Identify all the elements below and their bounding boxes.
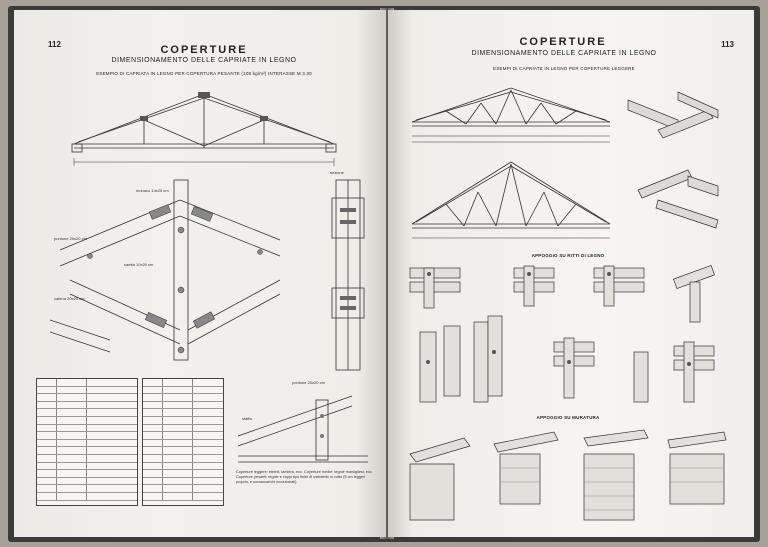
joint-detail-drawing: monaco 14x20 cm puntone 20x20 cm saetta … xyxy=(50,179,281,361)
dimension-table-1 xyxy=(36,378,138,506)
right-page-caption: ESEMPI DI CAPRIATE IN LEGNO PER COPERTUR… xyxy=(493,66,635,71)
left-page-notes: Coperture leggere: eternit, lamiera, ecc… xyxy=(236,470,373,484)
right-page-number: 113 xyxy=(721,40,734,49)
label-saetta: saetta 10x20 cm xyxy=(124,262,154,267)
section-view-drawing: sezione xyxy=(330,170,365,371)
light-truss-2-drawing xyxy=(411,161,611,239)
label-puntone: puntone 20x20 cm xyxy=(54,236,88,241)
rafter-joint-drawing: puntone 20x20 cm staffa xyxy=(237,380,368,463)
ridge-joint-iso-drawing xyxy=(627,91,719,229)
right-page: 113 COPERTURE DIMENSIONAMENTO DELLE CAPR… xyxy=(388,10,754,537)
masonry-support-details-drawing xyxy=(409,429,727,521)
label-sezione: sezione xyxy=(330,170,345,175)
right-page-subtitle: DIMENSIONAMENTO DELLE CAPRIATE IN LEGNO xyxy=(471,50,657,57)
label-staffa: staffa xyxy=(242,416,252,421)
label-catena: catena 20x20 cm xyxy=(54,296,85,301)
section-posts-heading: APPOGGIO SU RITTI DI LEGNO xyxy=(531,253,605,258)
label-monaco: monaco 14x20 cm xyxy=(136,188,169,193)
open-book: 112 COPERTURE DIMENSIONAMENTO DELLE CAPR… xyxy=(8,6,760,542)
light-truss-1-drawing xyxy=(411,87,611,143)
post-support-details-drawing xyxy=(409,265,715,403)
section-masonry-heading: APPOGGIO SU MURATURA xyxy=(536,415,600,420)
left-page-number: 112 xyxy=(48,40,61,49)
left-page-caption: ESEMPIO DI CAPRIATA IN LEGNO PER COPERTU… xyxy=(96,71,312,76)
dimension-table-2 xyxy=(142,378,224,506)
right-page-title: COPERTURE xyxy=(519,36,607,48)
left-page-title: COPERTURE xyxy=(160,44,248,56)
truss-elevation-drawing xyxy=(71,92,337,166)
left-page-subtitle: DIMENSIONAMENTO DELLE CAPRIATE IN LEGNO xyxy=(111,57,297,64)
label-puntone-2: puntone 20x20 cm xyxy=(292,380,326,385)
left-page: 112 COPERTURE DIMENSIONAMENTO DELLE CAPR… xyxy=(14,10,386,537)
